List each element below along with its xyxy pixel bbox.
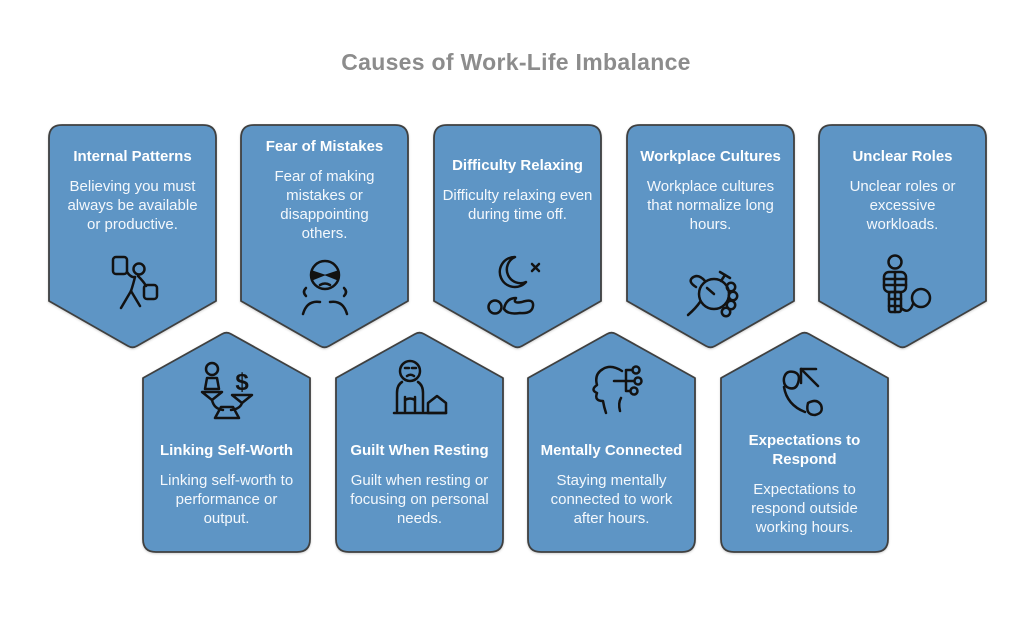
card-heading: Mentally Connected (540, 441, 683, 459)
card-body: Unclear roles or excessive workloads. (849, 177, 956, 233)
card-linking-self-worth: $ Linking Self-Worth Linking self-worth … (142, 331, 311, 553)
card-body: Difficulty relaxing even during time off… (442, 187, 593, 223)
card-body: Linking self-worth to performance or out… (159, 471, 294, 527)
card-banner-shape (142, 331, 311, 553)
card-heading: Expectations to Respond (748, 432, 861, 468)
bound-person-ball-chain-icon (882, 254, 931, 314)
hand-holding-stopwatch-icon (686, 270, 738, 318)
person-holding-cards-icon (111, 255, 158, 310)
card-heading: Difficulty Relaxing (452, 157, 583, 174)
card-body: Staying mentally connected to work after… (550, 471, 673, 527)
card-body: Workplace cultures that normalize long h… (646, 177, 775, 233)
card-banner-shape (626, 124, 795, 349)
phone-outgoing-arrow-icon (782, 367, 823, 417)
card-fear-of-mistakes: Fear of Mistakes Fear of making mistakes… (240, 124, 409, 349)
page-title: Causes of Work-Life Imbalance (341, 49, 691, 75)
card-heading: Linking Self-Worth (159, 441, 294, 459)
card-banner-shape (335, 331, 504, 553)
svg-text:$: $ (235, 369, 249, 396)
card-unclear-roles: Unclear Roles Unclear roles or excessive… (818, 124, 987, 349)
card-mentally-connected: Mentally Connected Staying mentally conn… (527, 331, 696, 553)
card-banner-shape (240, 124, 409, 349)
card-banner-shape (720, 331, 889, 553)
card-heading: Guilt When Resting (350, 441, 489, 459)
card-internal-patterns: Internal Patterns Believing you must alw… (48, 124, 217, 349)
head-circuit-icon (591, 365, 643, 415)
card-body: Fear of making mistakes or disappointing… (274, 168, 375, 242)
card-banner-shape (48, 124, 217, 349)
card-banner-shape (818, 124, 987, 349)
card-heading: Workplace Cultures (640, 147, 781, 165)
card-body: Believing you must always be available o… (67, 177, 198, 233)
card-heading: Fear of Mistakes (265, 138, 384, 155)
card-heading: Internal Patterns (73, 147, 192, 165)
card-banner-shape (433, 124, 602, 349)
card-heading: Unclear Roles (852, 147, 953, 165)
card-banner-shape (527, 331, 696, 553)
card-guilt-when-resting: Guilt When Resting Guilt when resting or… (335, 331, 504, 553)
card-workplace-cultures: Workplace Cultures Workplace cultures th… (626, 124, 795, 349)
card-difficulty-relaxing: Difficulty Relaxing Difficulty relaxing … (433, 124, 602, 349)
masked-person-icon (301, 259, 348, 316)
card-expectations-to-respond: Expectations to Respond Expectations to … (720, 331, 889, 553)
sad-person-house-icon (392, 359, 447, 415)
card-body: Expectations to respond outside working … (751, 481, 858, 536)
card-body: Guilt when resting or focusing on person… (350, 471, 489, 527)
moon-insomnia-icon (486, 255, 540, 315)
balance-scale-person-dollar-icon: $ (200, 361, 253, 420)
